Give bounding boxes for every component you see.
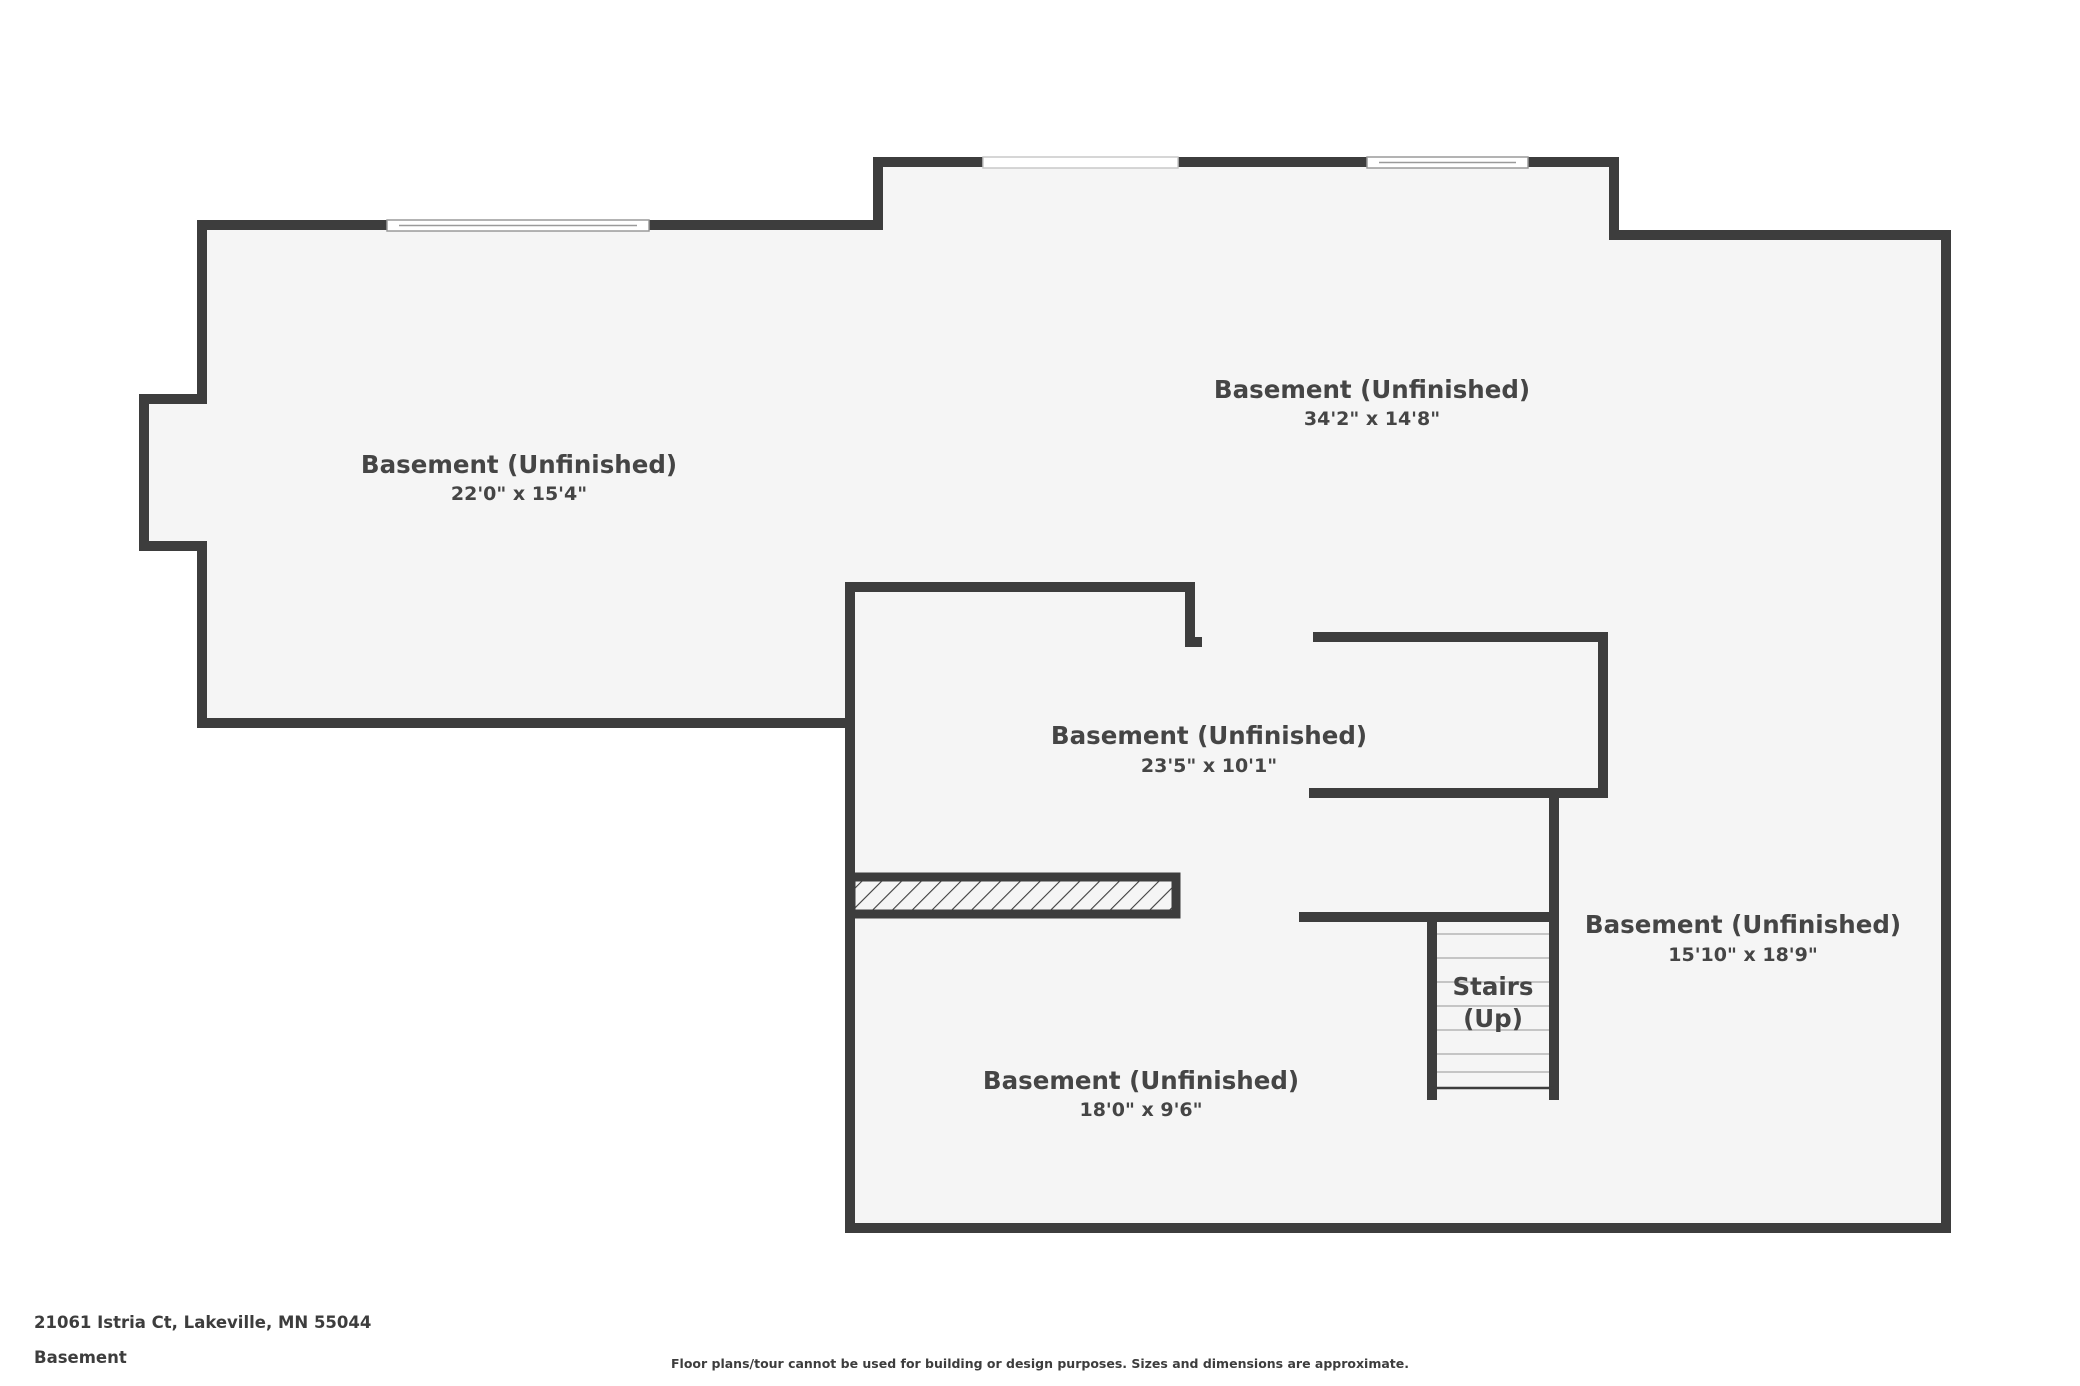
room-label-south: Basement (Unfinished) 18'0" x 9'6" [983,1066,1299,1121]
room-dimensions: 18'0" x 9'6" [1079,1099,1202,1121]
window [386,219,650,232]
window [982,156,1179,169]
room-label-east: Basement (Unfinished) 15'10" x 18'9" [1585,910,1901,966]
window [1366,156,1529,169]
interior-walls [845,582,1608,1100]
room-name: Basement (Unfinished) [361,450,677,479]
room-label-center: Basement (Unfinished) 23'5" x 10'1" [1051,721,1367,777]
stairs-treads [1437,933,1549,1073]
room-label-west: Basement (Unfinished) 22'0" x 15'4" [361,450,677,505]
disclaimer-text: Floor plans/tour cannot be used for buil… [671,1356,1409,1371]
room-dimensions: 22'0" x 15'4" [451,483,587,505]
stairs-label-line2: (Up) [1463,1004,1523,1033]
room-name: Basement (Unfinished) [1051,721,1367,750]
room-label-north: Basement (Unfinished) 34'2" x 14'8" [1214,375,1530,430]
room-dimensions: 34'2" x 14'8" [1304,408,1440,430]
floor-area [144,162,1946,1228]
floor-level-label: Basement [34,1348,127,1367]
stairs-label: Stairs (Up) [1453,972,1534,1033]
room-name: Basement (Unfinished) [1585,910,1901,939]
property-address: 21061 Istria Ct, Lakeville, MN 55044 [34,1313,372,1332]
room-dimensions: 23'5" x 10'1" [1141,755,1277,777]
room-name: Basement (Unfinished) [983,1066,1299,1095]
stairs-label-line1: Stairs [1453,972,1534,1001]
room-name: Basement (Unfinished) [1214,375,1530,404]
hatched-block [846,872,1181,919]
room-dimensions: 15'10" x 18'9" [1668,944,1817,966]
